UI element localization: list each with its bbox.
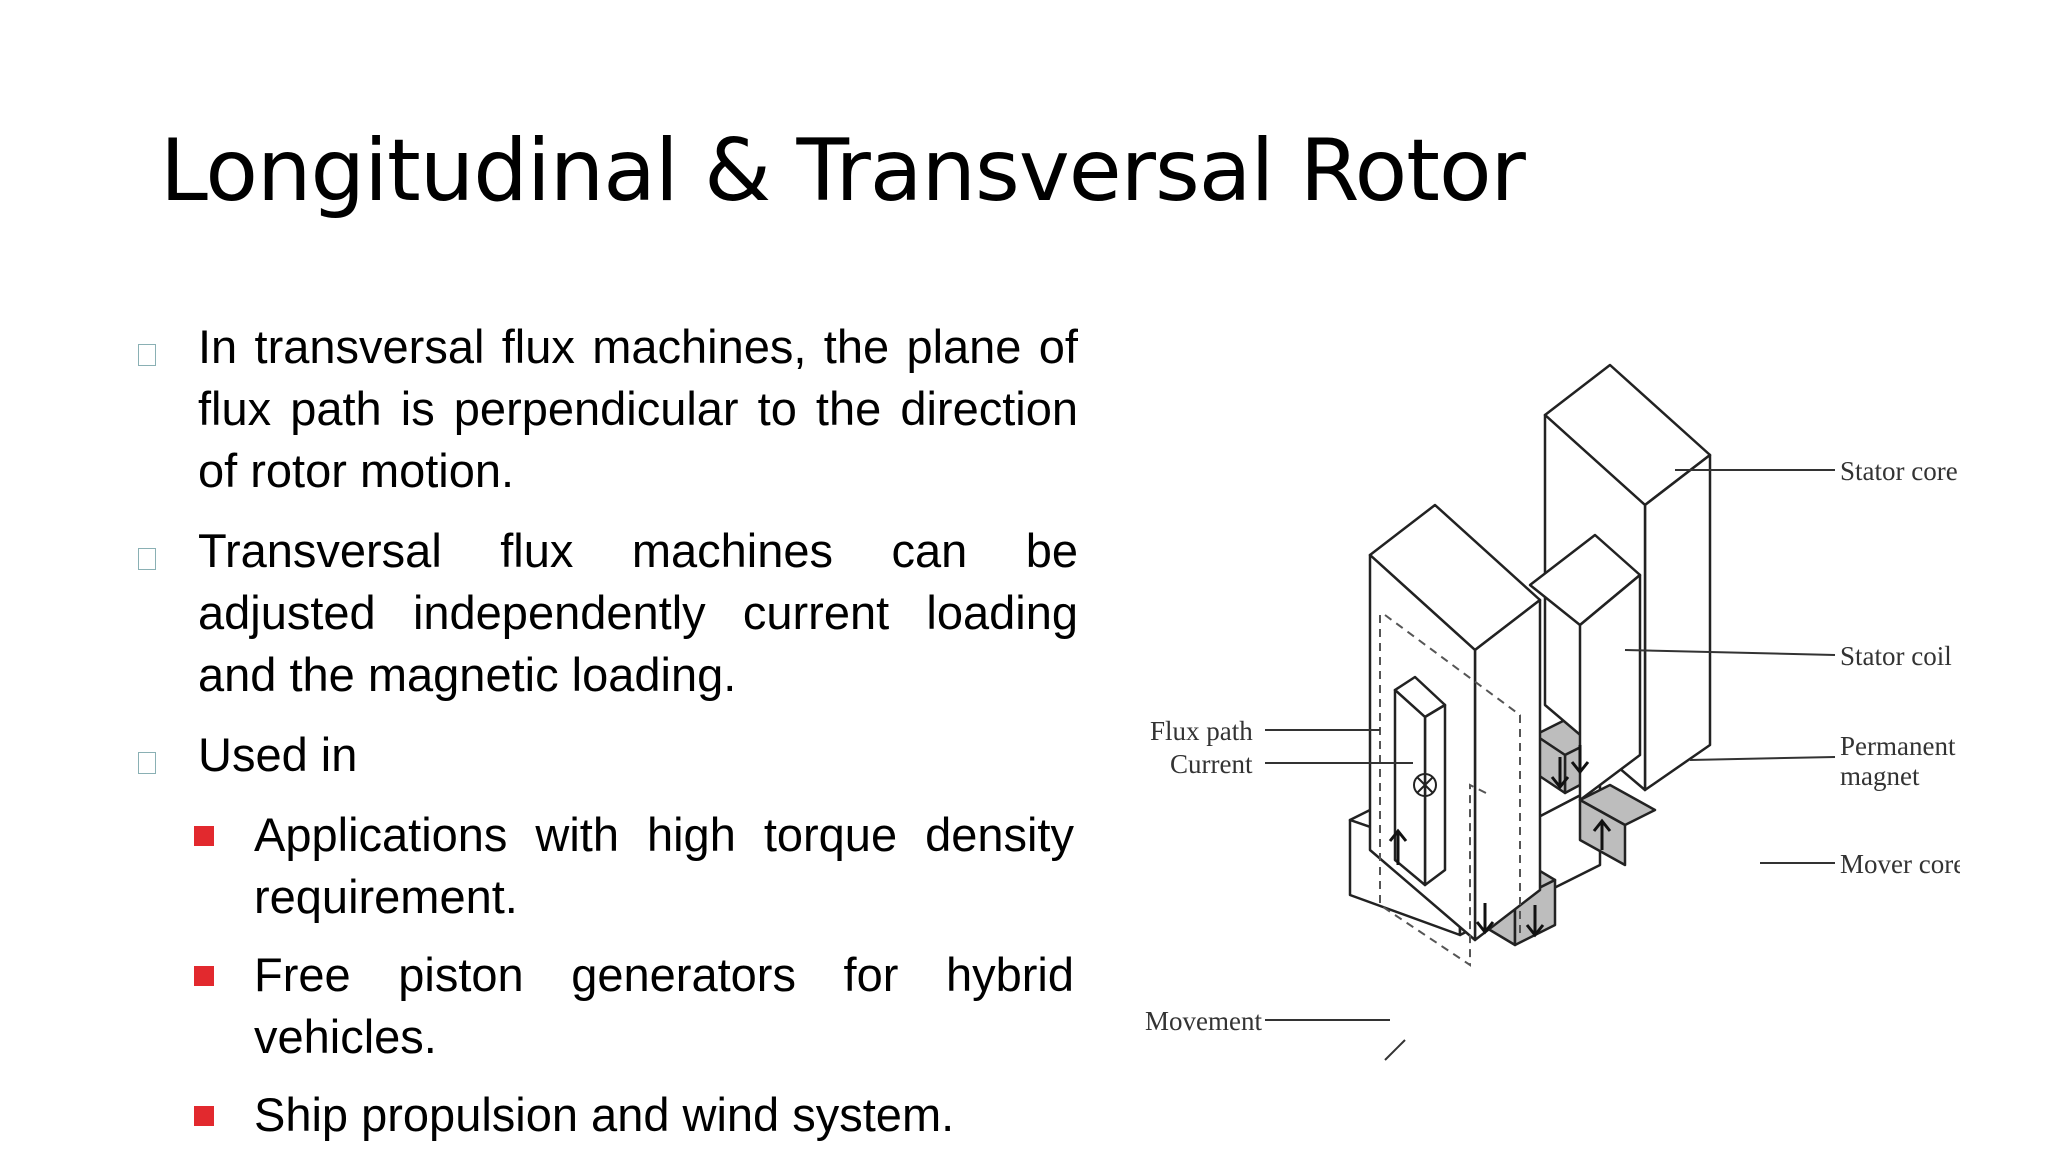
outline-square-bullet-icon	[138, 548, 156, 570]
transversal-flux-machine-diagram: Stator core Stator coil Permanent magnet…	[1140, 345, 1960, 1095]
label-current: Current	[1170, 749, 1253, 779]
label-permanent-magnet-2: magnet	[1840, 761, 1920, 791]
back-stator-core	[1543, 363, 1712, 792]
sub-bullet-item: Free piston generators for hybrid vehicl…	[192, 944, 1080, 1068]
sub-bullet-list: Applications with high torque density re…	[130, 804, 1080, 1146]
bullet-text: Transversal flux machines can be adjuste…	[198, 524, 1078, 701]
label-mover-core: Mover core	[1840, 849, 1960, 879]
current-symbol	[1413, 773, 1437, 797]
bullet-text: Used in	[198, 728, 358, 781]
bullet-item: Used in	[130, 724, 1080, 786]
outline-square-bullet-icon	[138, 752, 156, 774]
sub-bullet-item: Ship propulsion and wind system.	[192, 1084, 1080, 1146]
label-stator-core: Stator core	[1840, 456, 1958, 486]
bullet-item: Transversal flux machines can be adjuste…	[130, 520, 1080, 706]
red-square-bullet-icon	[194, 1106, 214, 1126]
sub-bullet-text: Ship propulsion and wind system.	[254, 1088, 955, 1141]
bullet-item: In transversal flux machines, the plane …	[130, 316, 1080, 502]
sub-bullet-item: Applications with high torque density re…	[192, 804, 1080, 928]
label-movement: Movement	[1145, 1006, 1262, 1036]
red-square-bullet-icon	[194, 826, 214, 846]
label-stator-coil: Stator coil	[1840, 641, 1952, 671]
red-square-bullet-icon	[194, 966, 214, 986]
stator-coil-block	[1528, 533, 1642, 802]
outline-square-bullet-icon	[138, 344, 156, 366]
sub-bullet-text: Applications with high torque density re…	[254, 808, 1074, 923]
label-flux-path: Flux path	[1150, 716, 1253, 746]
label-permanent-magnet-1: Permanent	[1840, 731, 1956, 761]
sub-bullet-text: Free piston generators for hybrid vehicl…	[254, 948, 1074, 1063]
bullet-list: In transversal flux machines, the plane …	[130, 316, 1080, 1162]
bullet-text: In transversal flux machines, the plane …	[198, 320, 1078, 497]
slide-title: Longitudinal & Transversal Rotor	[160, 121, 1526, 221]
